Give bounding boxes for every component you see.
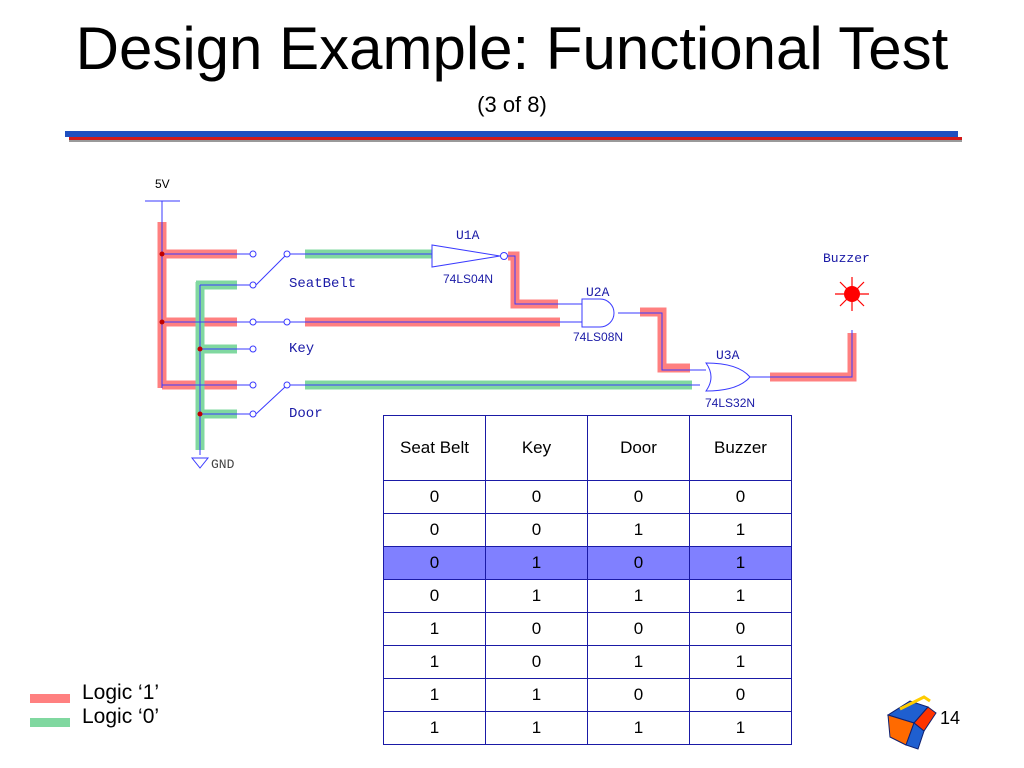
table-cell: 1 [689,513,792,547]
table-cell: 1 [587,711,690,745]
legend-label-logic-1: Logic ‘1’ [82,681,160,704]
gate-ref-u1a: U1A [456,228,480,243]
u3a-or-gate [705,362,751,392]
buzzer-label: Buzzer [823,251,870,266]
gate-part-u3a: 74LS32N [705,396,755,410]
table-cell: 1 [383,711,486,745]
gate-part-u2a: 74LS08N [573,330,623,344]
table-cell: 1 [383,645,486,679]
table-cell: 1 [383,612,486,646]
u2a-and-gate [581,298,615,328]
table-cell: 0 [485,645,588,679]
u1a-inverter [431,244,508,268]
highlight-u2a-out [640,307,690,373]
table-cell: 1 [485,579,588,613]
switch-label-seatbelt: SeatBelt [289,276,356,292]
table-cell: 0 [485,612,588,646]
table-cell: 0 [587,480,690,514]
table-cell: 1 [485,546,588,580]
table-cell: 0 [689,678,792,712]
legend-label-logic-0: Logic ‘0’ [82,705,160,728]
switch-label-door: Door [289,406,323,422]
table-cell: 0 [383,480,486,514]
junction-dots [159,251,203,417]
slide-title: Design Example: Functional Test [75,15,949,82]
legend-swatch-red [30,694,70,703]
table-cell: 0 [689,480,792,514]
ground-label: GND [211,457,235,472]
table-cell: 0 [587,678,690,712]
table-cell: 0 [587,546,690,580]
title-rule-red [69,137,962,140]
table-cell: 1 [587,645,690,679]
table-cell: 0 [485,480,588,514]
table-cell: 1 [689,546,792,580]
slide-subtitle: (3 of 8) [477,92,547,117]
table-cell: 1 [689,711,792,745]
legend-swatch-green [30,718,70,727]
gate-ref-u2a: U2A [586,285,610,300]
header-door: Door [587,415,690,481]
table-cell: 1 [485,711,588,745]
title-rule-shadow [69,140,962,142]
title-rule-blue [65,131,958,137]
table-cell: 1 [587,513,690,547]
table-cell: 0 [485,513,588,547]
switch-label-key: Key [289,341,314,357]
wires [145,200,853,469]
buzzer-led [835,277,869,311]
table-cell: 0 [383,546,486,580]
table-cell: 1 [689,579,792,613]
highlight-buzzer-line [770,333,857,382]
page-number: 14 [940,708,961,728]
supply-label: 5V [155,177,170,191]
gate-part-u1a: 74LS04N [443,272,493,286]
gate-ref-u3a: U3A [716,348,740,363]
table-cell: 1 [689,645,792,679]
table-cell: 1 [587,579,690,613]
header-seat-belt: Seat Belt [383,415,486,481]
truth-table-header-row: Seat Belt Key Door Buzzer [383,415,792,481]
table-cell: 0 [383,513,486,547]
table-cell: 1 [485,678,588,712]
table-cell: 1 [383,678,486,712]
table-cell: 0 [689,612,792,646]
switch-contacts [249,250,291,418]
header-buzzer: Buzzer [689,415,792,481]
university-logo-icon [886,695,937,750]
header-key: Key [485,415,588,481]
table-cell: 0 [383,579,486,613]
table-cell: 0 [587,612,690,646]
